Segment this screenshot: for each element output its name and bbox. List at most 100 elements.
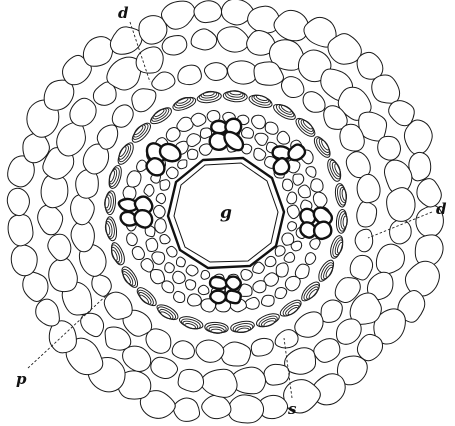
cortex-cell: [354, 228, 374, 253]
endodermis-striation: [111, 249, 118, 261]
pericycle-cell: [126, 232, 138, 247]
label-d-top: d: [118, 4, 129, 22]
cortex-cell: [47, 233, 72, 262]
stele-cell: [281, 232, 295, 246]
cortex-cell: [294, 311, 324, 338]
xylem-vessel: [272, 156, 291, 176]
stele-cell: [144, 225, 156, 238]
pericycle-cell: [173, 290, 186, 304]
endodermis-striation: [281, 104, 292, 113]
cortex-cell: [356, 51, 384, 80]
stele-cell: [297, 184, 311, 199]
pericycle-cell: [165, 127, 181, 142]
cortex-cell: [283, 379, 321, 414]
cortex-cell: [37, 204, 64, 236]
pericycle-cell: [244, 296, 260, 310]
xylem-vessel: [210, 119, 228, 135]
pericycle-cell: [190, 112, 207, 127]
cortex-cell: [386, 187, 416, 222]
endodermis-striation: [139, 294, 149, 304]
cortex-cell: [109, 26, 143, 55]
cortex-cell: [220, 341, 252, 367]
cortex-cell: [103, 291, 133, 320]
cortex-cell: [22, 271, 49, 302]
cortex-cell: [416, 178, 442, 208]
pericycle-cell: [276, 130, 291, 145]
stele-cell: [145, 237, 159, 252]
label-s: s: [288, 400, 297, 418]
cortex-cell: [356, 333, 384, 362]
stele-cell: [252, 261, 265, 274]
cortex-cell: [62, 54, 92, 86]
stele-cell: [159, 179, 171, 191]
stele-cell: [283, 251, 296, 263]
stele-cell: [198, 143, 213, 156]
stele-cell: [240, 268, 253, 281]
stele-cell: [282, 178, 294, 192]
stele-cell: [264, 255, 277, 268]
cortex-cell: [302, 91, 326, 113]
stele-cell: [254, 132, 269, 146]
stele-cell: [200, 269, 211, 280]
stele-cell: [175, 256, 186, 268]
cortex-cell: [356, 201, 378, 228]
stele-cell: [286, 191, 298, 205]
cortex-cell: [70, 193, 95, 226]
cortex-cell: [199, 368, 238, 398]
endodermis-striation: [122, 273, 131, 285]
label-p: p: [16, 370, 27, 388]
xylem-vessel: [117, 197, 139, 213]
cortex-cell: [253, 61, 284, 86]
endodermis-striation: [263, 320, 275, 327]
stele-cell: [252, 280, 267, 294]
label-d-right: d: [436, 200, 447, 218]
cortex-cell: [345, 151, 371, 179]
cortex-cell: [160, 0, 196, 30]
pericycle-cell: [294, 263, 310, 280]
endodermis-striation: [134, 125, 144, 136]
cortex-cell: [263, 363, 290, 386]
cortex-cell: [408, 151, 432, 182]
cortex-cell: [339, 123, 365, 152]
cortex-cell: [404, 260, 440, 297]
xylem-vessel: [287, 143, 307, 162]
endodermis-striation: [325, 266, 334, 278]
cortex-cell: [92, 81, 117, 106]
stele-cell: [154, 218, 167, 234]
endodermis-band: [104, 90, 348, 334]
cortex-cell: [227, 394, 265, 424]
endodermis-striation: [153, 108, 165, 117]
endodermis-striation: [237, 327, 250, 333]
pericycle-cell: [161, 280, 175, 294]
endodermis-striation: [308, 289, 318, 299]
cortex-cell: [377, 135, 401, 161]
cortex-cell: [117, 370, 152, 400]
outer-cortex-cells: [6, 0, 444, 424]
stele-cell: [166, 245, 178, 258]
stele-cell: [263, 272, 279, 287]
xylem-vessel: [224, 289, 242, 305]
label-g: g: [220, 203, 232, 223]
cortex-cell: [414, 234, 444, 267]
endodermis-striation: [176, 97, 189, 104]
cortex-cell: [10, 244, 38, 277]
endodermis-striation: [342, 215, 348, 228]
cortex-cell: [91, 274, 112, 297]
cortex-cell: [327, 33, 362, 65]
stele-cell: [292, 173, 305, 186]
pericycle-cell: [251, 114, 266, 130]
xylem-vessel: [119, 210, 138, 227]
cortex-cell: [104, 326, 132, 351]
stele-cell: [159, 233, 171, 245]
cortex-cell: [122, 345, 152, 373]
cortex-cell: [203, 62, 228, 81]
cortex-cell: [371, 74, 401, 104]
cortex-cell: [177, 368, 205, 393]
cortex-cell: [247, 5, 280, 34]
pericycle-cell: [260, 294, 275, 307]
cortex-cell: [161, 34, 188, 56]
cortex-cell: [388, 100, 415, 127]
cortex-cell: [356, 173, 381, 204]
cortex-cell: [173, 397, 201, 422]
